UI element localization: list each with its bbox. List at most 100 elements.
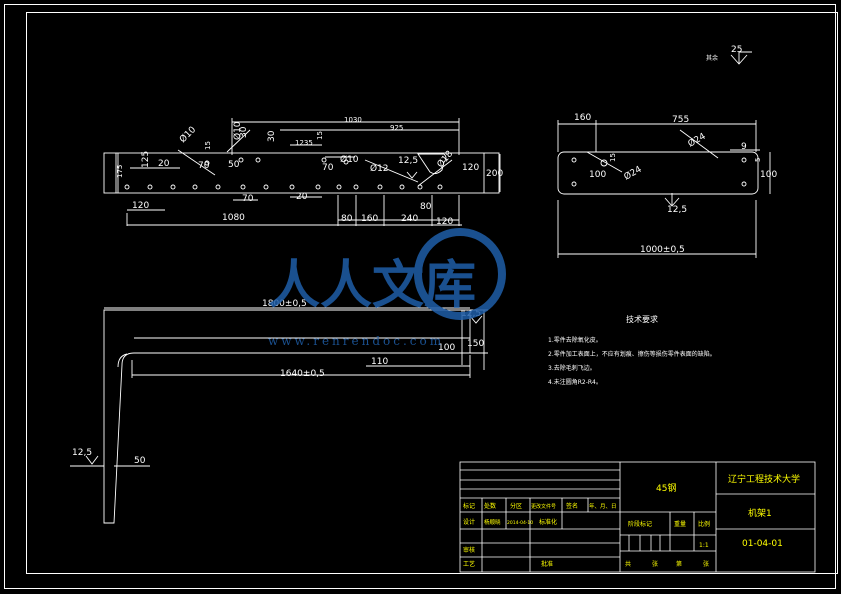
roughness-symbol: 其余 25	[706, 45, 752, 65]
watermark: 人人文库 www.renrendoc.com	[268, 228, 506, 348]
front-view	[103, 118, 501, 226]
tb-h-3: 更改文件号	[531, 503, 556, 510]
tech-req-item-2: 2.零件加工表面上，不应有划痕、擦伤等损伤零件表面的缺陷。	[548, 350, 716, 358]
dim-w20b: 20	[296, 192, 308, 202]
front-view-outline	[103, 152, 500, 194]
rv-dia24b: Ø24	[622, 164, 644, 183]
front-view-dims: 1030 925 30 15 15 30 1235 Ø10 Ø10 Ø10 Ø1…	[116, 116, 503, 227]
rv-d15: 15	[609, 153, 617, 162]
right-view-outline	[557, 151, 759, 195]
tb-h-5: 年、月、日	[589, 502, 617, 510]
rv-rough: 12,5	[667, 205, 687, 215]
dim-dia-a: Ø10	[177, 124, 198, 145]
rv-d9: 9	[741, 142, 747, 152]
tb-sheets-0: 共	[625, 560, 631, 568]
watermark-url: www.renrendoc.com	[268, 334, 444, 348]
tb-date: 2014-04-10	[507, 520, 533, 526]
rv-dia24a: Ø24	[686, 131, 708, 150]
dim-w20a: 20	[158, 159, 170, 169]
dim-rough: 12,5	[398, 156, 418, 166]
dim-right-b: 120	[462, 163, 479, 173]
dim-dia-c: Ø10	[340, 154, 359, 165]
lower-view-dims: 1800±0,5 12,5 100 150 110 1640±0,5 12,5 …	[72, 299, 484, 466]
lv-w50: 50	[134, 456, 146, 466]
tb-review-label: 审核	[463, 546, 475, 554]
dim-right-a: 200	[486, 169, 503, 179]
dim-d1: 30	[267, 130, 277, 142]
dim-b120b: 120	[436, 217, 453, 227]
outer-border	[4, 4, 836, 589]
dim-b120: 120	[132, 201, 149, 211]
title-block	[459, 461, 816, 573]
lv-top-len: 1800±0,5	[262, 299, 307, 309]
rv-d160: 160	[574, 113, 591, 123]
tb-scale: 1:1	[699, 542, 709, 549]
tech-req-item-1: 1.零件去除氧化皮。	[548, 336, 602, 344]
dim-w70a: 70	[198, 161, 210, 171]
tb-approve-label: 批准	[541, 560, 553, 568]
right-view-dims: 160 755 Ø24 Ø24 15 9 5 100 100 12,5 1000…	[574, 113, 777, 255]
dim-w70b: 70	[322, 163, 334, 173]
tb-drawing-no: 01-04-01	[742, 539, 783, 549]
roughness-label: 其余	[706, 54, 718, 62]
lv-h150: 150	[467, 339, 484, 349]
dim-dia-b: Ø10	[232, 121, 243, 140]
dim-d2: 15	[316, 131, 324, 140]
tb-material: 45钢	[656, 482, 676, 494]
tb-stage-label: 阶段标记	[628, 520, 652, 528]
tb-h-1: 处数	[484, 502, 496, 510]
dim-b80b: 80	[420, 202, 432, 212]
tb-h-0: 标记	[463, 502, 475, 510]
rv-d755: 755	[672, 115, 689, 125]
dim-d4: 30	[239, 126, 249, 138]
rv-d100a: 100	[589, 170, 606, 180]
tb-design-label: 设计	[463, 518, 475, 526]
tb-scale-label: 比例	[698, 520, 710, 528]
watermark-text: 人人文库	[268, 255, 476, 316]
rv-length: 1000±0,5	[640, 245, 685, 255]
tb-sheets-3: 张	[703, 560, 709, 568]
rv-d5: 5	[754, 158, 762, 162]
tb-h-2: 分区	[510, 502, 522, 510]
tb-std-label: 标准化	[539, 518, 557, 526]
dim-b240: 240	[401, 214, 418, 224]
tb-school: 辽宁工程技术大学	[728, 473, 800, 485]
dim-left-h2: 125	[141, 151, 151, 168]
lower-view	[70, 307, 488, 524]
dim-dia-d: Ø12	[370, 163, 389, 174]
tech-req-item-4: 4.未注圆角R2-R4。	[548, 378, 602, 386]
dim-b160: 160	[361, 214, 378, 224]
dim-b70: 70	[242, 194, 254, 204]
l-bracket-outline	[103, 309, 471, 524]
dim-1235: 1235	[295, 139, 313, 147]
title-block-text: 45钢 辽宁工程技术大学 机架1 01-04-01 标记 处数 分区 更改文件号…	[463, 473, 800, 568]
tb-weight-label: 重量	[674, 520, 686, 528]
lv-h100: 100	[438, 343, 455, 353]
tech-req-title: 技术要求	[626, 314, 658, 324]
tb-part-name: 机架1	[748, 507, 772, 519]
dim-b1080: 1080	[222, 213, 245, 223]
tb-sheets-2: 第	[676, 560, 682, 568]
lv-inner-len: 1640±0,5	[280, 369, 325, 379]
dim-d3: 15	[204, 141, 212, 150]
tb-designer: 杨顺晓	[484, 518, 501, 526]
tb-h-4: 签名	[566, 502, 578, 510]
dim-w50: 50	[228, 160, 240, 170]
tech-requirements: 技术要求 1.零件去除氧化皮。 2.零件加工表面上，不应有划痕、擦伤等损伤零件表…	[548, 314, 716, 386]
watermark-circle	[414, 228, 506, 320]
dim-left-h1: 175	[116, 165, 124, 178]
roughness-value: 25	[731, 45, 742, 55]
hole-row	[124, 157, 443, 190]
rv-d100b: 100	[760, 170, 777, 180]
right-view	[557, 120, 771, 258]
dim-span: 925	[390, 124, 403, 132]
lv-rough-b: 12,5	[72, 448, 92, 458]
lv-d110: 110	[371, 357, 388, 367]
tb-sheets-1: 张	[652, 560, 658, 568]
inner-border	[26, 12, 838, 574]
dim-dia-e: Ø18	[435, 148, 456, 169]
dim-overall: 1030	[344, 116, 362, 124]
tech-req-item-3: 3.去除毛刺飞边。	[548, 364, 596, 372]
